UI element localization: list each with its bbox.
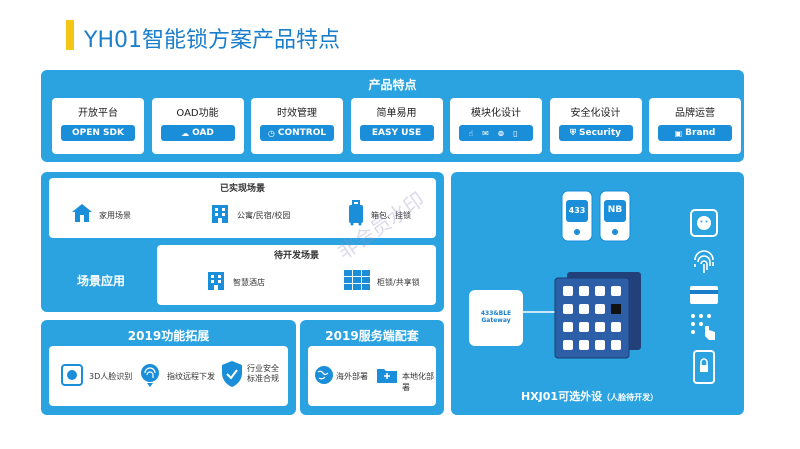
feature-card-badge: ◷CONTROL [260,125,334,141]
module-433-icon [561,190,593,242]
gateway-device: 433&BLE Gateway [469,290,523,346]
pending-scenes-box: 待开发场景 智慧酒店 柜锁/共享锁 [157,245,436,305]
feature-card-badge: ☁OAD [160,125,235,141]
clock-icon: ◷ [267,128,275,138]
features-title: 产品特点 [368,78,417,92]
feature-card: OAD功能 ☁OAD [151,98,244,154]
implemented-scenes-title: 已实现场景 [219,184,265,194]
feature-card-title: 开放平台 [78,108,118,119]
service-overseas-label: 海外部署 [336,372,368,381]
module-433-label: 433 [568,206,586,215]
feature-card-title: 模块化设计 [471,108,521,119]
feature-card-badge: ☝ ✉ ⊚ ▯ [459,125,533,141]
keypad-board-icon [554,272,641,359]
title-accent-bar [66,20,74,50]
scene-locker-label: 柜锁/共享锁 [377,278,420,287]
service-local-label: 本地化部署 [402,372,434,392]
shield-icon: ⛨ [569,128,576,137]
phone-lock-icon [693,350,715,384]
feature-card-badge: ⛨Security [558,125,633,141]
house-icon [72,204,92,222]
expand2019-box: 3D人脸识别 指纹远程下发 行业安全标准合规 [49,346,288,406]
locker-icon [344,270,370,290]
feature-card-badge-label: Security [578,128,622,138]
feature-card-badge: OPEN SDK [61,125,135,141]
feature-card-badge-label: OAD [192,128,214,138]
service2019-panel: 2019服务端配套 海外部署 本地化部署 [300,320,444,415]
feature-card-title: OAD功能 [176,108,219,119]
feature-card: 开放平台 OPEN SDK [52,98,144,154]
pending-scenes-title: 待开发场景 [273,251,319,261]
peripherals-title: HXJ01可选外设 [521,390,603,403]
feature-card: 安全化设计 ⛨Security [549,98,642,154]
feature-card-title: 简单易用 [376,108,417,119]
scene-home-label: 家用场景 [99,211,131,220]
service2019-box: 海外部署 本地化部署 [308,346,436,406]
expand2019-panel: 2019功能拓展 3D人脸识别 指纹远程下发 行业安全标准合规 [41,320,296,415]
expand-security-label: 行业安全标准合规 [247,364,279,383]
bag-icon: ▣ [674,128,683,138]
hotel-icon [208,272,224,290]
module-nb-icon [599,190,631,242]
scenes-side-label: 场景应用 [76,274,125,288]
gateway-label: 433&BLE Gateway [480,310,512,324]
feature-card: 时效管理◷CONTROL [251,98,343,154]
page-title: YH01智能锁方案产品特点 [84,28,340,53]
face-recognition-icon [690,209,718,237]
service2019-title: 2019服务端配套 [325,329,419,343]
feature-card-badge: EASY USE [359,125,434,141]
feature-card: 品牌运营 ▣Brand [649,98,741,154]
scene-luggage-label: 箱包、挂锁 [371,211,411,220]
feature-card-badge-label: CONTROL [277,128,327,138]
luggage-icon [349,200,363,226]
feature-card: 简单易用 EASY USE [350,98,443,154]
scene-apartment-label: 公寓/民宿/校园 [237,211,291,220]
expand-face-label: 3D人脸识别 [89,372,133,381]
module-nb-label: NB [607,205,623,215]
feature-card-title: 安全化设计 [570,108,621,119]
peripherals-title-row: HXJ01可选外设（人脸待开发） [521,388,658,404]
folder-icon [377,369,397,383]
apartment-icon [212,205,228,223]
card-icon [690,286,718,304]
face-3d-icon [61,364,83,386]
module-icons: ☝ ✉ ⊚ ▯ [468,128,521,138]
implemented-scenes-box: 已实现场景 家用场景 公寓/民宿/校园 箱包、挂锁 [49,178,436,238]
expand2019-title: 2019功能拓展 [127,329,210,343]
security-shield-icon [222,361,242,387]
globe-icon [315,366,333,384]
feature-card-badge-label: OPEN SDK [72,128,124,138]
fingerprint-remote-icon [141,364,159,387]
cloud-icon: ☁ [181,128,190,138]
keypad-touch-icon [691,314,715,340]
feature-card-title: 时效管理 [277,108,317,119]
feature-card-badge: ▣Brand [658,125,732,141]
feature-card-badge-label: EASY USE [371,128,422,138]
peripherals-subtitle: （人脸待开发） [602,393,659,402]
scenes-panel: 已实现场景 家用场景 公寓/民宿/校园 箱包、挂锁 场景应用 待开发场景 智慧酒… [41,172,444,312]
feature-card: 模块化设计 ☝ ✉ ⊚ ▯ [450,98,542,154]
scene-hotel-label: 智慧酒店 [233,278,265,287]
feature-card-badge-label: Brand [685,128,716,138]
feature-card-title: 品牌运营 [675,108,715,119]
peripherals-panel: 433 NB 433&BLE Gateway [451,172,744,415]
fingerprint-icon [694,250,714,273]
expand-fingerprint-label: 指纹远程下发 [167,372,215,381]
